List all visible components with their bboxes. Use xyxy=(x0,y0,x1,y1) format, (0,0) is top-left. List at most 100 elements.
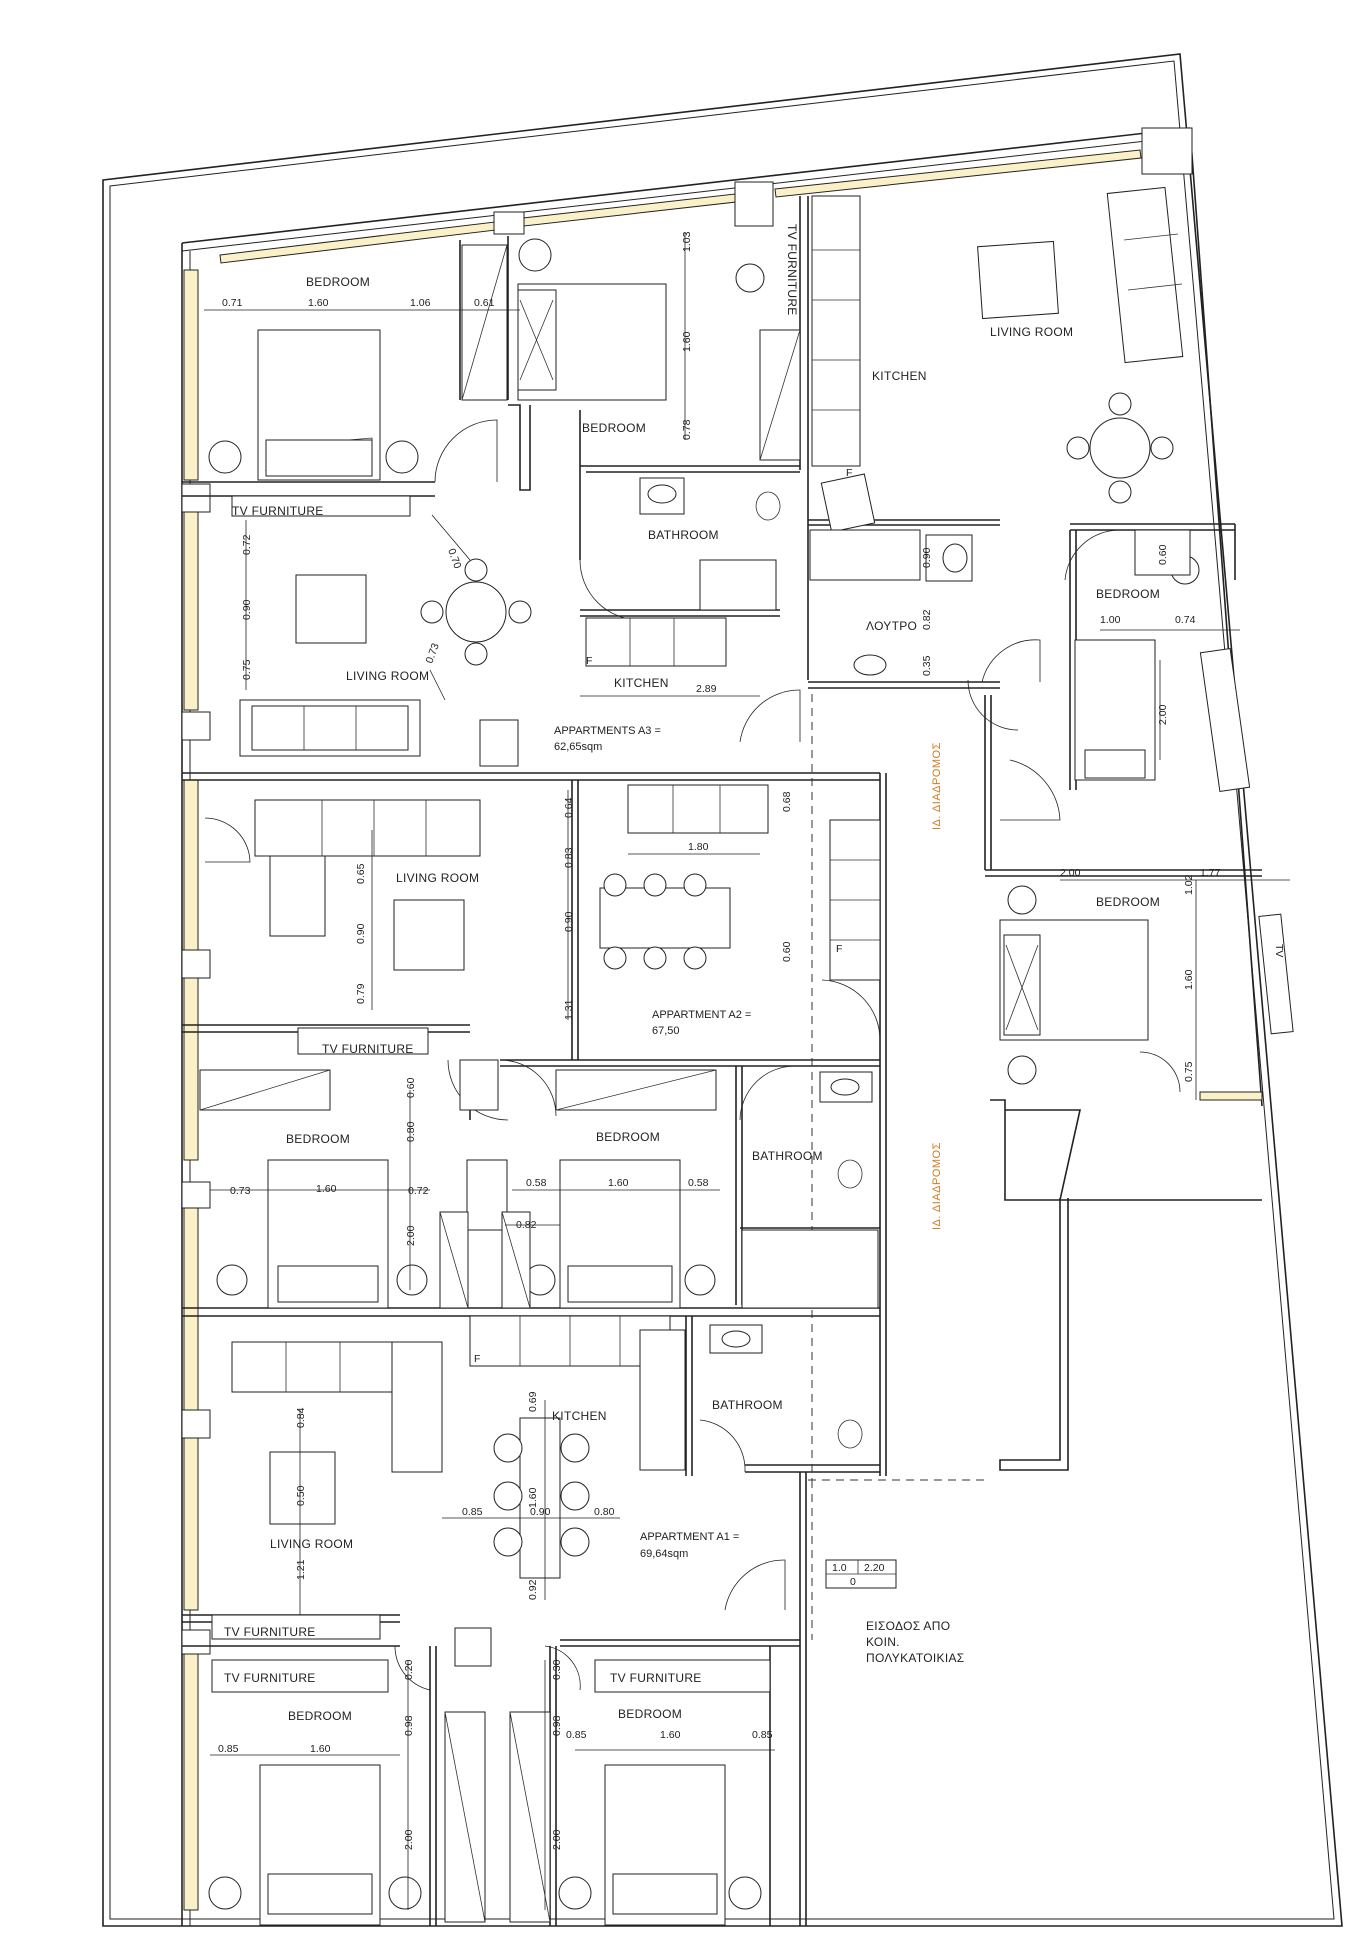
dim: 1.00 xyxy=(1100,614,1121,626)
dim: 1.21 xyxy=(295,1559,307,1580)
dim: 1.31 xyxy=(563,999,575,1020)
dim: 2.89 xyxy=(696,683,717,695)
dim: 0.82 xyxy=(921,609,933,630)
dimension-lines xyxy=(204,232,1290,1910)
dim: 1.77 xyxy=(1200,867,1221,879)
a4-loutro-label: ΛΟΥΤΡΟ xyxy=(866,619,917,633)
a4-living-room-label: LIVING ROOM xyxy=(990,325,1073,339)
dim: 0.90 xyxy=(921,547,933,568)
a1-bedroom-2-label: BEDROOM xyxy=(618,1707,682,1721)
dim: 0.90 xyxy=(530,1506,551,1518)
a4-kitchen-label: KITCHEN xyxy=(872,369,927,383)
dim: 0.60 xyxy=(405,1077,417,1098)
a1-bedroom-1-label: BEDROOM xyxy=(288,1709,352,1723)
dim: 0.69 xyxy=(527,1391,539,1412)
a1-bathroom-label: BATHROOM xyxy=(712,1398,783,1412)
dim: 0.90 xyxy=(563,911,575,932)
dim: 0.72 xyxy=(408,1185,429,1197)
dim: 1.60 xyxy=(1183,969,1195,990)
windows xyxy=(181,127,1263,1911)
dim: 0.50 xyxy=(295,1485,307,1506)
a2-bedroom-1-label: BEDROOM xyxy=(286,1132,350,1146)
dim: 0.85 xyxy=(462,1506,483,1518)
dim: 0.71 xyxy=(222,297,243,309)
dim: 0.60 xyxy=(1157,544,1169,565)
a2-bedroom-2-label: BEDROOM xyxy=(596,1130,660,1144)
a2-tv-furniture-label: TV FURNITURE xyxy=(322,1042,414,1056)
dim: 0.30 xyxy=(551,1659,563,1680)
dimension-texts: 0.71 1.60 1.06 0.61 1.03 1.60 0.78 0.72 … xyxy=(218,231,1221,1850)
dim: 0.65 xyxy=(355,863,367,884)
dim: 1.06 xyxy=(410,297,431,309)
dim: 1.03 xyxy=(681,231,693,252)
dim: 1.60 xyxy=(608,1177,629,1189)
a1-tv-furniture-1-label: TV FURNITURE xyxy=(224,1625,316,1639)
a3-bedroom-1-label: BEDROOM xyxy=(306,275,370,289)
a3-tv-furniture-vertical-label: TV FURNITURE xyxy=(785,224,799,316)
dim: 0.80 xyxy=(594,1506,615,1518)
a1-fridge-mark: F xyxy=(474,1353,480,1365)
room-labels: BEDROOM BEDROOM TV FURNITURE LIVING ROOM… xyxy=(224,224,1285,1723)
property-lines xyxy=(808,694,990,1640)
dim: 0.80 xyxy=(405,1121,417,1142)
dim: 0.73 xyxy=(230,1185,251,1197)
a2-apartment-area: 67,50 xyxy=(652,1025,680,1037)
a3-tv-furniture-label: TV FURNITURE xyxy=(232,504,324,518)
dim: 0.60 xyxy=(781,941,793,962)
entrance-label-line1: ΕΙΣΟΔΟΣ ΑΠΟ xyxy=(866,1619,950,1633)
dim: 1.60 xyxy=(308,297,329,309)
a3-kitchen-label: KITCHEN xyxy=(614,676,669,690)
a5-bedroom-label: BEDROOM xyxy=(1096,895,1160,909)
dim: 1.60 xyxy=(527,1487,539,1508)
a2-bathroom-label: BATHROOM xyxy=(752,1149,823,1163)
a1-apartment-name: APPARTMENT A1 = xyxy=(640,1531,739,1543)
dim: 0.58 xyxy=(526,1177,547,1189)
dim: 0.20 xyxy=(403,1659,415,1680)
a1-tv-furniture-3-label: TV FURNITURE xyxy=(610,1671,702,1685)
tv-vertical-label: TV xyxy=(1273,944,1285,957)
dim: 0.68 xyxy=(781,791,793,812)
dim: 0.98 xyxy=(403,1715,415,1736)
door-tag-bottom: 0 xyxy=(850,1576,856,1588)
a1-tv-furniture-2-label: TV FURNITURE xyxy=(224,1671,316,1685)
a3-bedroom-2-label: BEDROOM xyxy=(582,421,646,435)
a3-fridge-mark: F xyxy=(586,655,592,667)
a4-bedroom-label: BEDROOM xyxy=(1096,587,1160,601)
a2-apartment-name: APPARTMENT A2 = xyxy=(652,1009,751,1021)
dim: 0.83 xyxy=(563,847,575,868)
dim: 1.60 xyxy=(681,331,693,352)
dim: 2.00 xyxy=(1157,704,1169,725)
dim: 0.98 xyxy=(551,1715,563,1736)
dim: 2.00 xyxy=(403,1829,415,1850)
dim: 0.35 xyxy=(921,655,933,676)
a4-fridge-mark: F xyxy=(846,467,852,479)
apartment-labels: APPARTMENTS A3 = 62,65sqm APPARTMENT A2 … xyxy=(474,467,885,1588)
door-tag-top-left: 1.0 xyxy=(832,1562,847,1574)
dim: 0.72 xyxy=(241,534,253,555)
corridor-label-2: ΙΔ. ΔΙΑΔΡΟΜΟΣ xyxy=(931,1142,943,1230)
dim: 1.02 xyxy=(1183,874,1195,895)
dim: 0.92 xyxy=(527,1579,539,1600)
a1-kitchen-label: KITCHEN xyxy=(552,1409,607,1423)
a2-fridge-mark: F xyxy=(836,943,842,955)
corridor-label-1: ΙΔ. ΔΙΑΔΡΟΜΟΣ xyxy=(931,742,943,830)
dim: 0.85 xyxy=(218,1743,239,1755)
a3-apartment-name: APPARTMENTS A3 = xyxy=(554,725,661,737)
dim: 0.75 xyxy=(1183,1061,1195,1082)
a2-living-room-label: LIVING ROOM xyxy=(396,871,479,885)
dim: 0.85 xyxy=(752,1729,773,1741)
dim: 0.90 xyxy=(241,599,253,620)
dim: 0.75 xyxy=(241,659,253,680)
dim: 0.85 xyxy=(566,1729,587,1741)
entrance-label-line3: ΠΟΛΥΚΑΤΟΙΚΙΑΣ xyxy=(866,1651,964,1665)
dim: 0.74 xyxy=(1175,614,1196,626)
a1-apartment-area: 69,64sqm xyxy=(640,1548,688,1560)
dim: 0.90 xyxy=(355,923,367,944)
dim: 0.64 xyxy=(563,797,575,818)
door-tag-top-right: 2.20 xyxy=(864,1562,885,1574)
dim: 0.82 xyxy=(516,1219,537,1231)
furniture xyxy=(199,186,1294,1926)
dim: 1.60 xyxy=(660,1729,681,1741)
dim: 0.78 xyxy=(681,419,693,440)
